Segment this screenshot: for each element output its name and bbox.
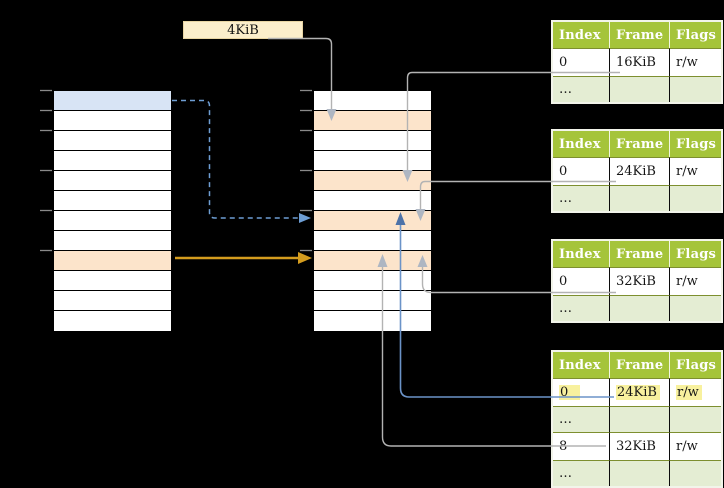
virtual-memory-row-4: [54, 171, 171, 191]
page-table-3-row0-cell1-text: 32KiB: [616, 274, 656, 289]
page-table-4-row3-cell2: [670, 460, 721, 486]
virtual-memory-row-7: [54, 231, 171, 251]
arrow-virtual-page8-translation-head: [298, 252, 312, 264]
page-table-3-row1-cell1: [610, 295, 670, 321]
virtual-memory-row-3: [54, 151, 171, 171]
page-table-4-header-index: Index: [553, 352, 610, 378]
page-table-1-row1-cell0-text: …: [559, 82, 572, 97]
page-table-4-row3-cell1: [610, 460, 670, 486]
page-table-4-row2-cell0-text: 8: [559, 439, 568, 454]
virtual-memory-row-0-blue-highlighted: [54, 91, 171, 111]
physical-memory-row-9: [314, 271, 431, 291]
page-table-4-row0-cell0-text: 0: [559, 385, 581, 400]
page-table-4-row0-cell2-text: r/w: [676, 385, 702, 400]
page-table-4-row0-cell1-text: 24KiB: [616, 385, 660, 400]
page-table-1-row0-cell1-text: 16KiB: [616, 55, 656, 70]
page-table-3-header-frame: Frame: [610, 241, 670, 267]
page-table-2-row0-cell2-text: r/w: [676, 164, 698, 179]
arrow-virtual-page0-translation: [172, 99, 300, 219]
page-table-1-row1-cell0: …: [553, 76, 610, 102]
arrow-virtual-page0-translation-head: [299, 213, 311, 223]
page-table-4-row1-cell0-text: …: [559, 412, 572, 427]
page-table-2-header-index: Index: [553, 131, 610, 157]
page-table-4-row0-cell1: 24KiB: [610, 378, 670, 406]
page-table-2-row1-cell1: [610, 185, 670, 211]
virtual-memory-row-5: [54, 191, 171, 211]
page-table-1-row0-cell2: r/w: [670, 48, 721, 76]
physical-memory-column: [313, 90, 432, 331]
physical-memory-row-8-orange-highlighted: [314, 251, 431, 271]
page-table-2-row1-cell2: [670, 185, 721, 211]
page-table-4-row0-cell2: r/w: [670, 378, 721, 406]
page-table-3-header-index: Index: [553, 241, 610, 267]
virtual-memory-row-9: [54, 271, 171, 291]
virtual-memory-row-8-orange-highlighted: [54, 251, 171, 271]
page-table-3-header-flags: Flags: [670, 241, 721, 267]
page-table-1-row1-cell2: [670, 76, 721, 102]
page-table-1-row0-cell0: 0: [553, 48, 610, 76]
physical-memory-row-10: [314, 291, 431, 311]
virtual-memory-row-6: [54, 211, 171, 231]
page-table-1-header-flags: Flags: [670, 22, 721, 48]
virtual-memory-row-2: [54, 131, 171, 151]
page-table-2-header-flags: Flags: [670, 131, 721, 157]
page-table-4-row2-cell1-text: 32KiB: [616, 439, 656, 454]
page-table-4-row1-cell2: [670, 406, 721, 432]
page-table-2-row0-cell1: 24KiB: [610, 157, 670, 185]
physical-memory-row-7: [314, 231, 431, 251]
page-table-4-row1-cell1: [610, 406, 670, 432]
page-table-4-row3-cell0-text: …: [559, 466, 572, 481]
page-table-4-row2-cell2-text: r/w: [676, 439, 698, 454]
page-table-2-row0-cell2: r/w: [670, 157, 721, 185]
page-table-2-row1-cell0-text: …: [559, 191, 572, 206]
page-table-2-header-frame: Frame: [610, 131, 670, 157]
page-table-4-row2-cell0: 8: [553, 432, 610, 460]
page-table-3-row1-cell2: [670, 295, 721, 321]
page-table-2-row0-cell0: 0: [553, 157, 610, 185]
page-table-1-header-frame: Frame: [610, 22, 670, 48]
page-table-1-row0-cell0-text: 0: [559, 55, 568, 70]
frame-size-label: 4KiB: [183, 21, 303, 39]
physical-memory-row-6-orange-highlighted: [314, 211, 431, 231]
physical-memory-row-2: [314, 131, 431, 151]
page-table-3-row0-cell1: 32KiB: [610, 267, 670, 295]
page-table-2-row1-cell0: …: [553, 185, 610, 211]
page-table-4-header-flags: Flags: [670, 352, 721, 378]
page-table-3-row0-cell2: r/w: [670, 267, 721, 295]
frame-size-label-text: 4KiB: [227, 22, 259, 38]
page-table-1-row1-cell1: [610, 76, 670, 102]
page-table-2-row0-cell0-text: 0: [559, 164, 568, 179]
virtual-memory-row-11: [54, 311, 171, 331]
page-table-4-row2-cell2: r/w: [670, 432, 721, 460]
virtual-memory-column: [53, 90, 172, 331]
physical-memory-row-3: [314, 151, 431, 171]
physical-memory-row-4-orange-highlighted: [314, 171, 431, 191]
page-table-4-row3-cell0: …: [553, 460, 610, 486]
physical-memory-row-11: [314, 311, 431, 331]
page-table-3-row0-cell0-text: 0: [559, 274, 568, 289]
page-table-4-row0-cell0: 0: [553, 378, 610, 406]
page-table-4-row2-cell1: 32KiB: [610, 432, 670, 460]
page-table-3-row1-cell0-text: …: [559, 301, 572, 316]
page-table-4-row1-cell0: …: [553, 406, 610, 432]
page-table-1-row0-cell1: 16KiB: [610, 48, 670, 76]
page-table-2-row0-cell1-text: 24KiB: [616, 164, 656, 179]
virtual-memory-row-1: [54, 111, 171, 131]
page-table-3-row0-cell2-text: r/w: [676, 274, 698, 289]
physical-memory-row-0: [314, 91, 431, 111]
page-table-3-row1-cell0: …: [553, 295, 610, 321]
page-table-3-row0-cell0: 0: [553, 267, 610, 295]
page-table-4-header-frame: Frame: [610, 352, 670, 378]
page-table-1-header-index: Index: [553, 22, 610, 48]
page-table-1-row0-cell2-text: r/w: [676, 55, 698, 70]
physical-memory-row-1-orange-highlighted: [314, 111, 431, 131]
virtual-memory-row-10: [54, 291, 171, 311]
physical-memory-row-5: [314, 191, 431, 211]
